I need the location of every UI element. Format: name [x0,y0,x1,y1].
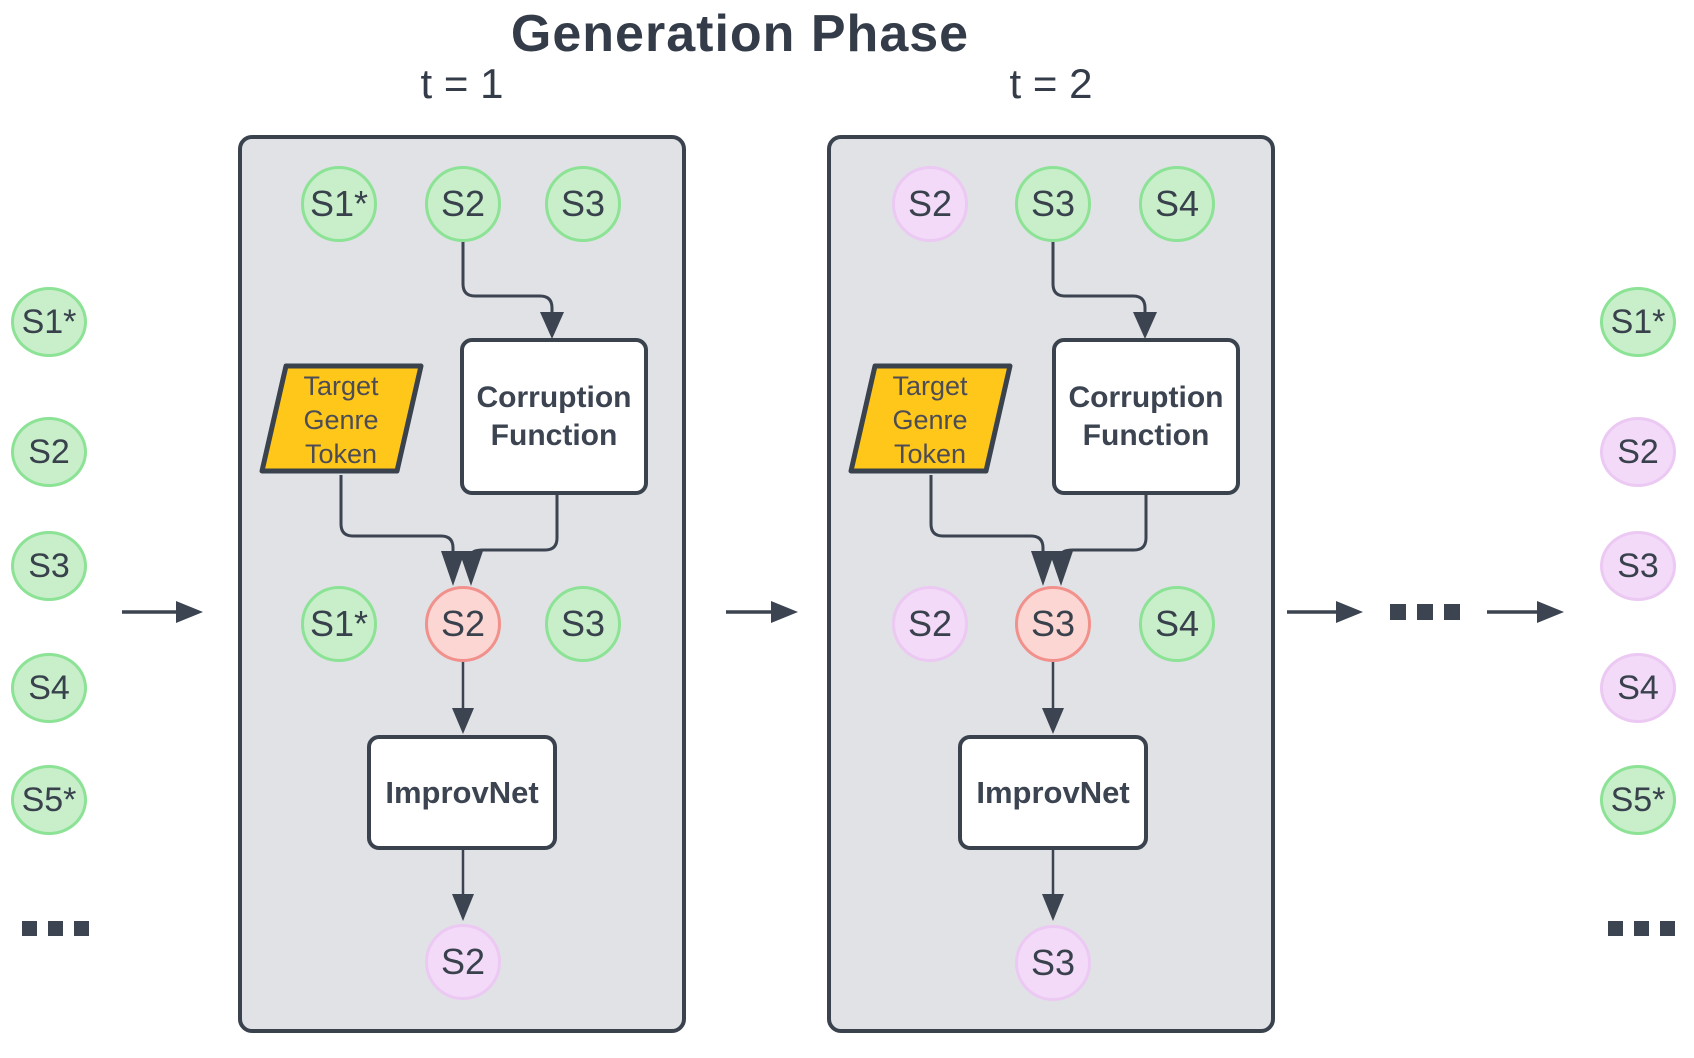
token-label: S4 [1617,668,1659,707]
token-text-line: Token [304,439,378,469]
ellipsis-dot [1660,921,1675,936]
ellipsis-dot [22,921,37,936]
token-label: S2 [440,603,486,644]
ellipsis-left [22,921,89,936]
token-label: S1* [309,603,369,644]
token-label: S1* [1610,302,1666,341]
token-label: S2 [28,432,70,471]
ellipsis-right [1608,921,1675,936]
improvnet-label: ImprovNet [976,774,1130,810]
token-label: S3 [1030,603,1076,644]
ellipsis-dot [1634,921,1649,936]
token-circle: S4 [1600,653,1676,723]
corruption-label-line: Function [1082,418,1210,452]
token-label: S5* [21,780,77,819]
ellipsis-dot [1390,604,1406,620]
token-circle: S1* [301,586,377,662]
target-genre-token-t1: Target Genre Token [266,369,416,471]
token-circle: S1* [301,166,377,242]
token-text-line: Genre [303,405,379,435]
token-label: S1* [21,302,77,341]
token-circle: S1* [1600,287,1676,357]
token-label: S4 [1154,603,1200,644]
token-circle: S2 [1600,417,1676,487]
token-label: S2 [440,183,486,224]
target-genre-token-t2: Target Genre Token [855,369,1005,471]
token-label: S2 [1617,432,1659,471]
token-label: S2 [440,941,486,982]
page-title: Generation Phase [510,5,970,63]
token-label: S2 [907,603,953,644]
token-label: S1* [309,183,369,224]
ellipsis-dot [48,921,63,936]
improvnet-label: ImprovNet [385,774,539,810]
panel-t2 [827,135,1275,1033]
token-circle: S3 [11,531,87,601]
ellipsis-dot [1417,604,1433,620]
corruption-label-line: Corruption [476,380,632,414]
token-label: S5* [1610,780,1666,819]
token-circle: S4 [11,653,87,723]
token-label: S4 [28,668,70,707]
token-circle-corrupted: S3 [1015,586,1091,662]
output-token-circle: S3 [1015,925,1091,1001]
token-circle: S3 [545,166,621,242]
timestep-label-t1: t = 1 [420,60,504,107]
token-label: S3 [560,603,606,644]
improvnet-box-t1: ImprovNet [367,735,557,850]
token-circle: S4 [1139,586,1215,662]
corruption-function-box-t2: Corruption Function [1052,338,1240,495]
token-label: S3 [1617,546,1659,585]
token-circle: S3 [1600,531,1676,601]
panel-t1 [238,135,686,1033]
ellipsis-between [1390,604,1460,620]
token-circle: S2 [892,586,968,662]
token-circle-corrupted: S2 [425,586,501,662]
token-circle: S5* [11,765,87,835]
timestep-label-t2: t = 2 [1009,60,1093,107]
token-label: S3 [1030,942,1076,983]
ellipsis-dot [1608,921,1623,936]
token-label: S2 [907,183,953,224]
token-text-line: Target [303,371,379,401]
token-text-line: Token [893,439,967,469]
corruption-label-line: Function [490,418,618,452]
token-label: S3 [560,183,606,224]
arrowhead-to-right-column [1537,601,1564,623]
corruption-function-box-t1: Corruption Function [460,338,648,495]
token-circle: S2 [11,417,87,487]
token-circle: S2 [892,166,968,242]
token-text-line: Target [892,371,968,401]
token-circle: S2 [425,166,501,242]
arrowhead-after-t2 [1336,601,1363,623]
token-circle: S5* [1600,765,1676,835]
ellipsis-dot [1444,604,1460,620]
token-label: S3 [1030,183,1076,224]
arrowhead-between-panels [771,601,798,623]
corruption-label-line: Corruption [1068,380,1224,414]
arrowhead-left-flow [176,601,203,623]
token-text-line: Genre [892,405,968,435]
output-token-circle: S2 [425,924,501,1000]
improvnet-box-t2: ImprovNet [958,735,1148,850]
token-circle: S4 [1139,166,1215,242]
token-circle: S3 [1015,166,1091,242]
token-circle: S3 [545,586,621,662]
token-label: S4 [1154,183,1200,224]
token-circle: S1* [11,287,87,357]
ellipsis-dot [74,921,89,936]
token-label: S3 [28,546,70,585]
